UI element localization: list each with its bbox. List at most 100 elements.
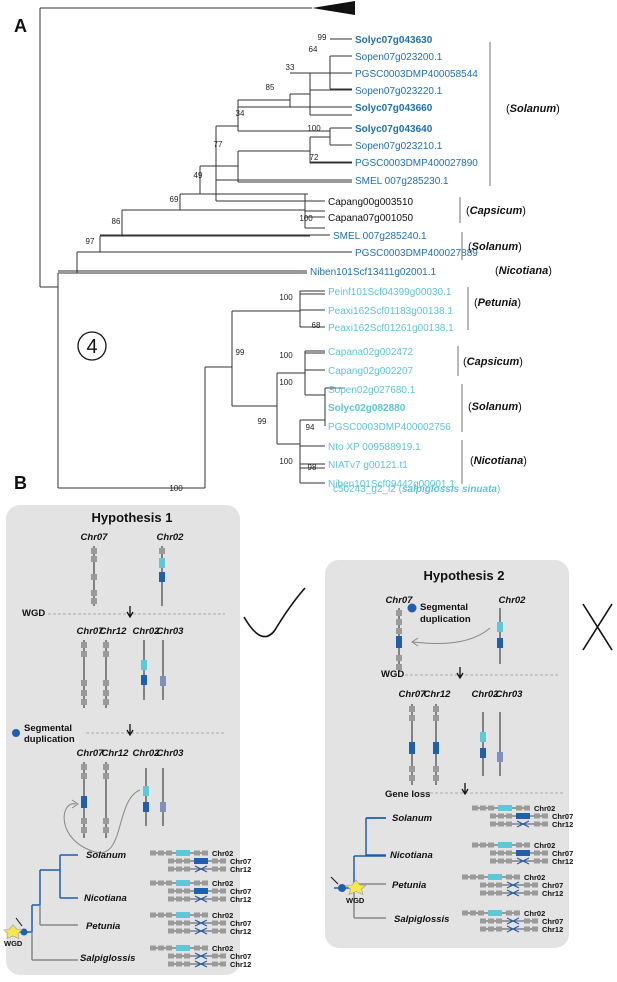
support-value: 100	[169, 484, 183, 493]
gene-block	[103, 699, 109, 705]
species-tree-branch	[59, 854, 78, 870]
clade-paren: (	[470, 455, 474, 467]
gene-block	[433, 766, 439, 772]
mini-block	[166, 912, 172, 918]
mini-block	[176, 953, 182, 959]
leaf-label: Capang00g003510	[328, 197, 414, 208]
leaf-label: PGSC0003DMP400002756	[328, 422, 451, 433]
mini-block	[212, 928, 218, 934]
support-value: 33	[286, 63, 295, 72]
gene-loss-mark	[194, 952, 208, 960]
mini-block	[168, 888, 174, 894]
mini-block	[176, 888, 182, 894]
gene-block	[409, 742, 415, 754]
mini-gene	[488, 910, 502, 916]
clade-name: Nicotiana	[499, 265, 549, 277]
duplication-label: duplication	[420, 614, 471, 625]
gene-block	[433, 715, 439, 721]
mini-block	[184, 858, 190, 864]
mini-block	[506, 874, 512, 880]
mini-block	[158, 945, 164, 951]
clade-label: (Nicotiana)	[495, 265, 552, 277]
mini-block	[470, 910, 476, 916]
mini-block	[158, 880, 164, 886]
clade-number: 4	[86, 336, 97, 358]
clade-paren: )	[519, 356, 523, 368]
gene-block	[81, 680, 87, 686]
leaf-label: Sopen07g023210.1	[355, 141, 443, 152]
mini-block	[212, 858, 218, 864]
gene-block	[497, 752, 503, 762]
gene-block	[91, 548, 97, 554]
mini-block	[176, 961, 182, 967]
mini-block	[220, 953, 226, 959]
gene-block	[433, 775, 439, 781]
gene-loss-mark	[194, 960, 208, 968]
mini-block	[176, 896, 182, 902]
mini-block	[488, 882, 494, 888]
mini-chr-label: Chr02	[524, 873, 545, 882]
mini-block	[168, 896, 174, 902]
mini-block	[542, 821, 548, 827]
mini-chr-label: Chr02	[534, 841, 555, 850]
gene-loss-label: Gene loss	[385, 789, 430, 800]
mini-chr-label: Chr12	[230, 960, 251, 969]
chr07-label: Chr07	[77, 626, 105, 637]
chr12-label: Chr12	[102, 748, 130, 759]
mini-chr-label: Chr12	[230, 895, 251, 904]
mini-block	[166, 880, 172, 886]
species-solanum: Solanum	[392, 813, 433, 824]
outgroup-species: salpiglossis sinuata	[402, 484, 497, 495]
gene-loss-mark	[194, 927, 208, 935]
mini-gene	[194, 888, 208, 894]
duplication-label: duplication	[24, 734, 75, 745]
mini-block	[498, 813, 504, 819]
chr03-label: Chr03	[157, 626, 185, 637]
mini-block	[496, 882, 502, 888]
duplication-node	[20, 928, 28, 936]
mini-block	[176, 920, 182, 926]
gene-loss-mark	[506, 889, 520, 897]
mini-chr-label: Chr07	[230, 919, 251, 928]
mini-block	[194, 880, 200, 886]
mini-block	[524, 805, 530, 811]
gene-block	[81, 699, 87, 705]
mini-block	[514, 874, 520, 880]
segmental-label: Segmental	[420, 602, 468, 613]
mini-block	[220, 961, 226, 967]
clade-paren: (	[506, 103, 510, 115]
support-value: 100	[307, 124, 321, 133]
gene-block	[409, 775, 415, 781]
mini-gene	[498, 805, 512, 811]
leaf-label: PGSC0003DMP400027889	[355, 248, 478, 259]
mini-block	[488, 890, 494, 896]
clade-paren: )	[517, 297, 521, 309]
mini-block	[490, 850, 496, 856]
wgd-small-label: WGD	[346, 896, 365, 905]
clade-paren: )	[522, 205, 526, 217]
support-value: 68	[312, 321, 321, 330]
mini-gene	[176, 880, 190, 886]
gene-block	[103, 642, 109, 648]
gene-block	[396, 655, 402, 661]
down-arrow-icon	[126, 606, 134, 619]
mini-block	[168, 858, 174, 864]
mini-block	[168, 866, 174, 872]
mini-block	[184, 866, 190, 872]
mini-block	[516, 805, 522, 811]
gene-block	[396, 628, 402, 634]
leaf-label: Niben101Scf13411g02001.1	[310, 267, 436, 278]
leaf-label: Capana07g001050	[328, 213, 414, 224]
mini-gene	[488, 874, 502, 880]
duplication-node	[338, 884, 346, 892]
species-salpiglossis: Salpiglossis	[394, 914, 449, 925]
gene-block	[159, 548, 165, 554]
species-tree-branch	[39, 869, 60, 905]
mini-block	[202, 880, 208, 886]
mini-block	[516, 842, 522, 848]
mini-block	[496, 918, 502, 924]
mini-chr-label: Chr12	[230, 927, 251, 936]
chr03-label: Chr03	[496, 689, 524, 700]
mini-block	[168, 961, 174, 967]
